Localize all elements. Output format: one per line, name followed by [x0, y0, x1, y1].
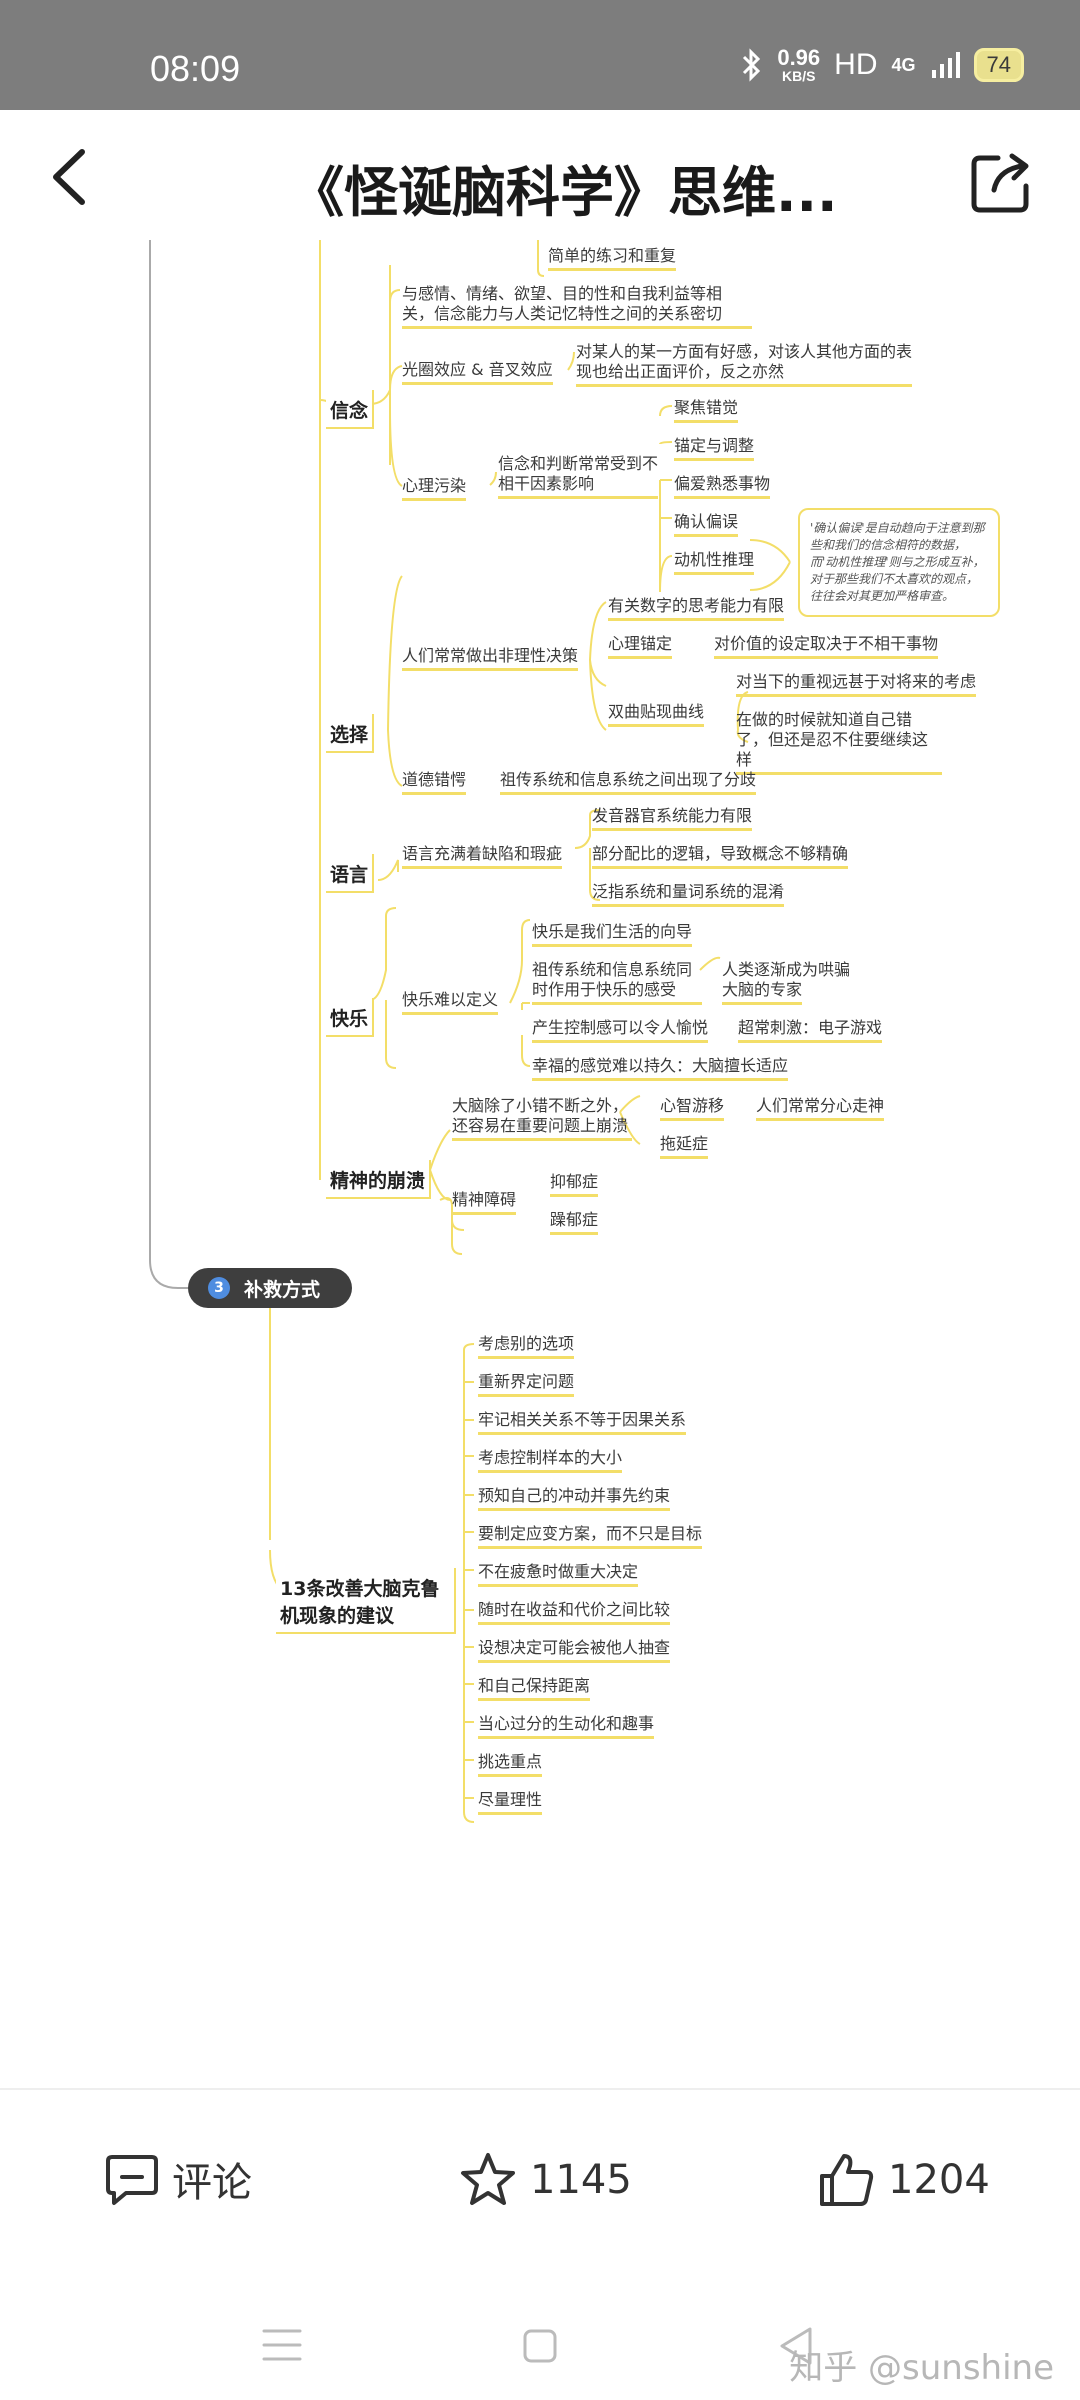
mindmap-connectors [149, 240, 791, 1823]
mm-remedy-item: 要制定应变方案，而不只是目标 [478, 1524, 703, 1549]
mm-moral-desc: 祖传系统和信息系统之间出现了分歧 [500, 770, 757, 795]
mm-language-item: 发音器官系统能力有限 [592, 806, 753, 831]
mm-math: 有关数字的思考能力有限 [608, 596, 785, 621]
mm-remedy-item: 当心过分的生动化和趣事 [478, 1714, 655, 1739]
bottom-divider [0, 2088, 1080, 2090]
star-icon [461, 2153, 515, 2205]
share-icon[interactable] [968, 146, 1038, 216]
comment-icon [106, 2155, 158, 2205]
mm-halo-desc: 对某人的某一方面有好感，对该人其他方面的表现也给出正面评价，反之亦然 [576, 342, 912, 387]
thumbs-up-icon [820, 2154, 874, 2206]
mm-section-remedy: 3 补救方式 [188, 1268, 352, 1308]
mm-pollution-desc: 信念和判断常常受到不相干因素影响 [498, 454, 658, 499]
nav-bar: 《怪诞脑科学》思维... [0, 110, 1080, 240]
mm-belief-desc: 与感情、情绪、欲望、目的性和自我利益等相关，信念能力与人类记忆特性之间的关系密切 [402, 284, 752, 329]
mm-happy-adapt: 幸福的感觉难以持久：大脑擅长适应 [532, 1056, 789, 1081]
mm-happy-sys: 祖传系统和信息系统同时作用于快乐的感受 [532, 960, 702, 1005]
mm-dep: 抑郁症 [550, 1172, 599, 1197]
favorite-count: 1145 [530, 2157, 632, 2203]
mm-remedy-item: 设想决定可能会被他人抽查 [478, 1638, 671, 1663]
section-number: 3 [208, 1277, 230, 1299]
back-icon[interactable] [40, 142, 110, 212]
hd-indicator: HD [834, 48, 878, 81]
mm-remedy-item: 不在疲惫时做重大决定 [478, 1562, 639, 1587]
mm-happy-branch: 快乐难以定义 [402, 990, 499, 1015]
mm-remedy-item: 挑选重点 [478, 1752, 543, 1777]
status-time: 08:09 [150, 48, 241, 89]
comment-label: 评论 [172, 2160, 252, 2206]
mm-belief-item: 偏爱熟悉事物 [674, 474, 771, 499]
mm-happy-sys-2: 大脑的专家 [722, 980, 803, 1005]
mm-hyper-1: 对当下的重视远甚于对将来的考虑 [736, 672, 977, 697]
mm-wander-desc: 人们常常分心走神 [756, 1096, 885, 1121]
mm-happy-control-desc: 超常刺激：电子游戏 [738, 1018, 883, 1043]
battery-icon: 74 [973, 48, 1024, 82]
mm-remedy-item: 重新界定问题 [478, 1372, 575, 1397]
mm-remedy-item: 考虑别的选项 [478, 1334, 575, 1359]
mindmap: 简单的练习和重复 信念 与感情、情绪、欲望、目的性和自我利益等相关，信念能力与人… [0, 240, 1080, 2080]
signal-type: 4G [891, 54, 916, 75]
mm-happy-control: 产生控制感可以令人愉悦 [532, 1018, 709, 1043]
section-label: 补救方式 [244, 1278, 321, 1301]
mm-mania: 躁郁症 [550, 1210, 599, 1235]
mm-topic-mental: 精神的崩溃 [326, 1160, 432, 1199]
mm-belief-item: 锚定与调整 [674, 436, 755, 461]
system-nav-bar: 知乎 @sunshine [0, 2270, 1080, 2400]
mm-remedy-item: 预知自己的冲动并事先约束 [478, 1486, 671, 1511]
mm-topic-happy: 快乐 [326, 998, 375, 1037]
mm-remedy-item: 随时在收益和代价之间比较 [478, 1600, 671, 1625]
mm-happy-guide: 快乐是我们生活的向导 [532, 922, 693, 947]
mm-anchor: 心理锚定 [608, 634, 673, 659]
mm-note: '确认偏误'是自动趋向于注意到那些和我们的信念相符的数据，而'动机性推理'则与之… [798, 508, 1000, 617]
signal-icon [931, 52, 960, 78]
mm-collapse: 大脑除了小错不断之外，还容易在重要问题上崩溃 [452, 1096, 632, 1141]
mm-belief-item: 确认偏误 [674, 512, 739, 537]
mm-irrational: 人们常常做出非理性决策 [402, 646, 579, 671]
mm-language-branch: 语言充满着缺陷和瑕疵 [402, 844, 563, 869]
mm-wander: 心智游移 [660, 1096, 725, 1121]
mm-disorder: 精神障碍 [452, 1190, 517, 1215]
mm-remedy-box: 13条改善大脑克鲁机现象的建议 [276, 1568, 456, 1634]
mm-pollution-label: 心理污染 [402, 476, 467, 501]
mm-topic-language: 语言 [326, 854, 375, 893]
like-button[interactable]: 1204 [816, 2150, 990, 2210]
mm-remedy-item: 尽量理性 [478, 1790, 543, 1815]
mm-remedy-item: 考虑控制样本的大小 [478, 1448, 623, 1473]
mm-anchor-desc: 对价值的设定取决于不相干事物 [714, 634, 939, 659]
action-bar: 评论 1145 1204 [0, 2090, 1080, 2260]
menu-icon[interactable] [262, 2328, 302, 2362]
mm-leaf: 简单的练习和重复 [548, 246, 677, 271]
mm-moral: 道德错愕 [402, 770, 467, 795]
mm-language-item: 泛指系统和量词系统的混淆 [592, 882, 785, 907]
mm-topic-belief: 信念 [326, 390, 375, 429]
like-count: 1204 [888, 2157, 990, 2203]
mm-happy-sys-1: 人类逐渐成为哄骗 [722, 960, 851, 979]
mm-hyper: 双曲贴现曲线 [608, 702, 705, 727]
mm-procrast: 拖延症 [660, 1134, 709, 1159]
mm-remedy-item: 和自己保持距离 [478, 1676, 591, 1701]
back-nav-icon[interactable] [778, 2326, 814, 2366]
home-icon[interactable] [522, 2328, 558, 2364]
mm-belief-item: 聚焦错觉 [674, 398, 739, 423]
watermark: 知乎 @sunshine [789, 2348, 1054, 2388]
comment-button[interactable]: 评论 [104, 2150, 252, 2208]
favorite-button[interactable]: 1145 [458, 2150, 632, 2210]
mm-belief-item: 动机性推理 [674, 550, 755, 575]
mm-language-item: 部分配比的逻辑，导致概念不够精确 [592, 844, 849, 869]
mm-halo-label: 光圈效应 & 音叉效应 [402, 360, 553, 385]
bluetooth-icon [743, 48, 761, 82]
mm-remedy-item: 牢记相关关系不等于因果关系 [478, 1410, 687, 1435]
mm-topic-choice: 选择 [326, 714, 375, 753]
page-title: 《怪诞脑科学》思维... [290, 161, 838, 224]
mm-hyper-2: 在做的时候就知道自己错了，但还是忍不住要继续这样 [736, 710, 942, 775]
